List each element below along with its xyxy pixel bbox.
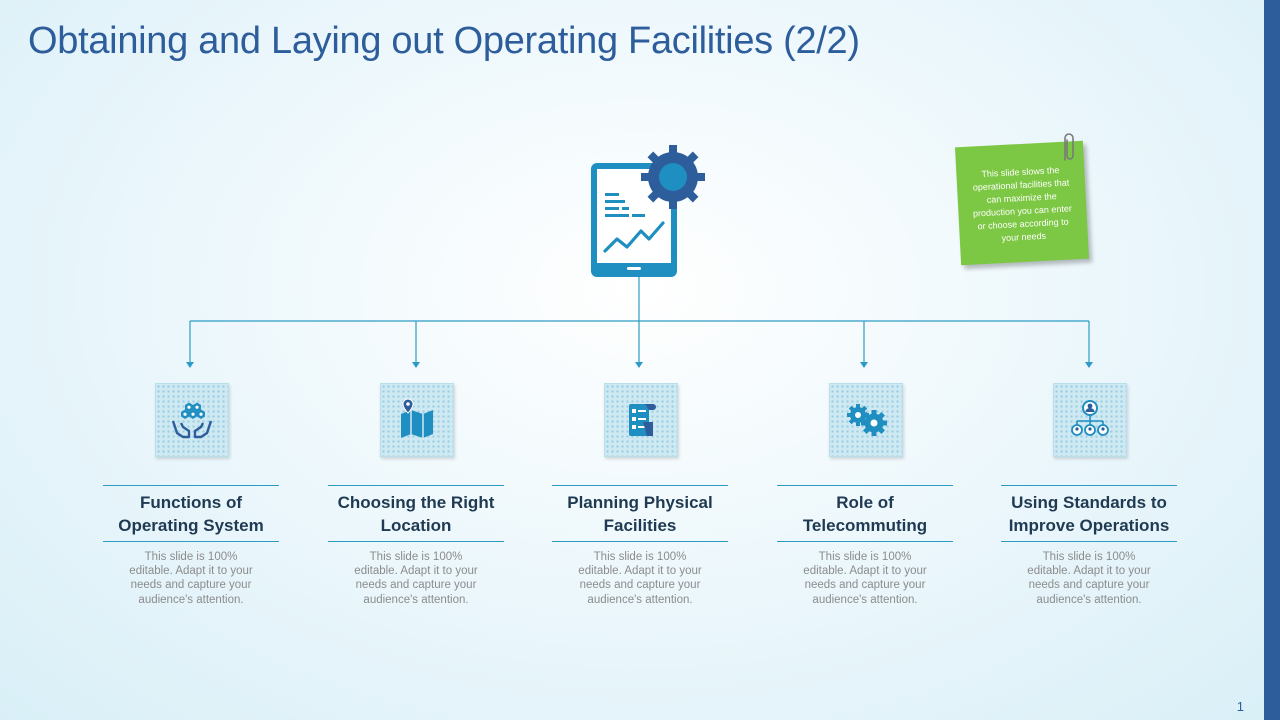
node-heading: Functions of Operating System xyxy=(103,485,279,542)
page-number: 1 xyxy=(1236,699,1244,714)
page-title: Obtaining and Laying out Operating Facil… xyxy=(28,20,860,62)
icon-box xyxy=(155,383,229,457)
tablet-gear-chart-icon xyxy=(591,145,705,277)
icon-box xyxy=(1053,383,1127,457)
node-description: This slide is 100% editable. Adapt it to… xyxy=(578,551,702,606)
node-heading: Choosing the Right Location xyxy=(328,485,504,542)
node-heading: Using Standards to Improve Operations xyxy=(1001,485,1177,542)
node-heading: Planning Physical Facilities xyxy=(552,485,728,542)
gears-icon xyxy=(847,404,887,436)
map-pin-icon xyxy=(401,398,433,438)
checklist-icon xyxy=(629,404,656,436)
node-description: This slide is 100% editable. Adapt it to… xyxy=(129,551,253,606)
hands-hexagons-icon xyxy=(171,402,213,439)
icon-box xyxy=(829,383,903,457)
org-chart-icon xyxy=(1071,400,1109,436)
paperclip-icon xyxy=(1064,133,1074,161)
right-accent-bar xyxy=(1264,0,1280,720)
node-heading: Role of Telecommuting xyxy=(777,485,953,542)
node-description: This slide is 100% editable. Adapt it to… xyxy=(354,551,478,606)
icon-box xyxy=(604,383,678,457)
node-description: This slide is 100% editable. Adapt it to… xyxy=(803,551,927,606)
node-description: This slide is 100% editable. Adapt it to… xyxy=(1027,551,1151,606)
icon-box xyxy=(380,383,454,457)
